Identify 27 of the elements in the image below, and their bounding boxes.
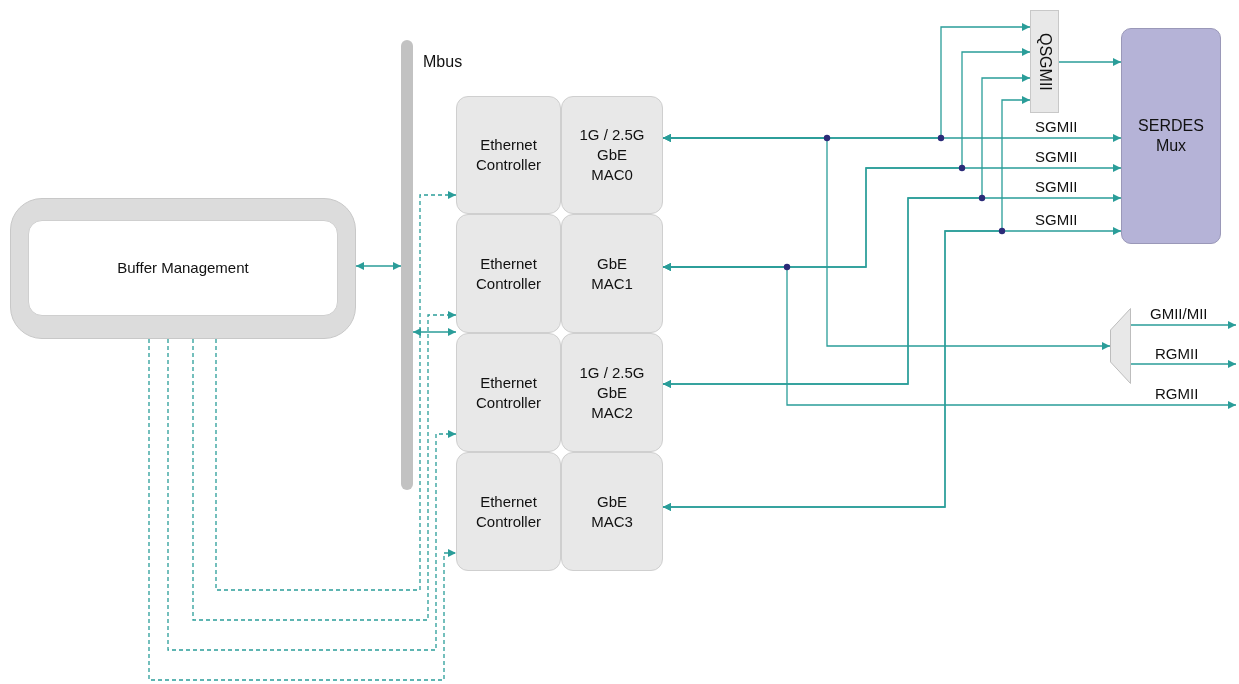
mux-symbol bbox=[1110, 308, 1131, 384]
arrow bbox=[662, 96, 1031, 511]
dashed-arrow bbox=[192, 311, 457, 621]
arrow bbox=[662, 134, 1111, 350]
node-label: QSGMII bbox=[1035, 32, 1054, 91]
block bbox=[456, 96, 561, 214]
node-label: Mbus bbox=[423, 52, 463, 72]
arrow bbox=[355, 262, 402, 270]
node-label: SERDES Mux bbox=[1137, 116, 1205, 156]
block bbox=[456, 333, 561, 452]
dashed-arrow bbox=[215, 191, 457, 591]
interface-block bbox=[1030, 10, 1059, 113]
block bbox=[561, 214, 663, 333]
arrow bbox=[1130, 321, 1237, 329]
block bbox=[561, 96, 663, 214]
block bbox=[561, 452, 663, 571]
buffer-management-block bbox=[10, 198, 356, 339]
block bbox=[456, 214, 561, 333]
arrow bbox=[1130, 360, 1237, 368]
block bbox=[456, 452, 561, 571]
mux-block bbox=[1121, 28, 1221, 244]
arrow bbox=[1058, 58, 1122, 66]
arrow bbox=[412, 328, 457, 336]
arrow bbox=[662, 74, 1031, 388]
node-label: Buffer Management bbox=[116, 258, 250, 278]
arrow bbox=[662, 263, 1237, 409]
block bbox=[561, 333, 663, 452]
